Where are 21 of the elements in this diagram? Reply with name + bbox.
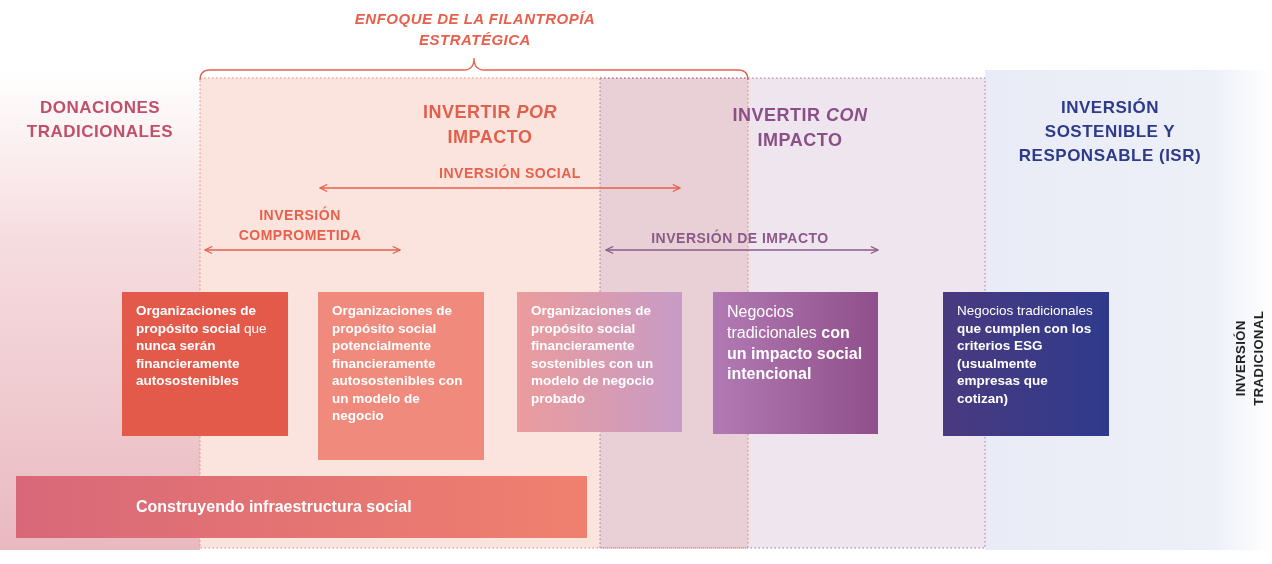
heading: INVERTIR CON IMPACTO bbox=[731, 104, 869, 153]
heading: INVERTIR POR IMPACTO bbox=[422, 101, 558, 150]
text-box bbox=[517, 292, 682, 432]
heading: INVERSIÓN DE IMPACTO bbox=[650, 229, 830, 248]
text-box bbox=[122, 292, 288, 436]
box-text: Organizaciones de propósito social que nunca serán financieramente autosostenibles bbox=[136, 303, 267, 389]
heading: ENFOQUE DE LA FILANTROPÍA ESTRATÉGICA bbox=[353, 9, 597, 50]
heading: INVERSIÓN COMPROMETIDA bbox=[237, 206, 363, 245]
box-text: Negocios tradicionales que cumplen con los criterios ESG (usualmente empresas que cotizan) bbox=[957, 303, 1093, 406]
heading: DONACIONES TRADICIONALES bbox=[25, 97, 175, 143]
box-text: Organizaciones de propósito social financieramente sostenibles con un modelo de negocio probado bbox=[531, 303, 654, 406]
text-box bbox=[713, 292, 878, 434]
bar bbox=[16, 476, 587, 538]
text-box bbox=[943, 292, 1109, 436]
heading: INVERSIÓN SOCIAL bbox=[438, 164, 582, 183]
vertical-label: INVERSIÓN TRADICIONAL bbox=[1231, 309, 1267, 408]
box-text: Negocios tradicionales con un impacto social intencional bbox=[727, 303, 863, 383]
heading: INVERSIÓN SOSTENIBLE Y RESPONSABLE (ISR) bbox=[1017, 97, 1203, 167]
text-box bbox=[318, 292, 484, 460]
box-text: Construyendo infraestructura social bbox=[136, 496, 412, 517]
box-text: Organizaciones de propósito social potencialmente financieramente autosostenibles con un modelo de negocio bbox=[332, 303, 463, 424]
